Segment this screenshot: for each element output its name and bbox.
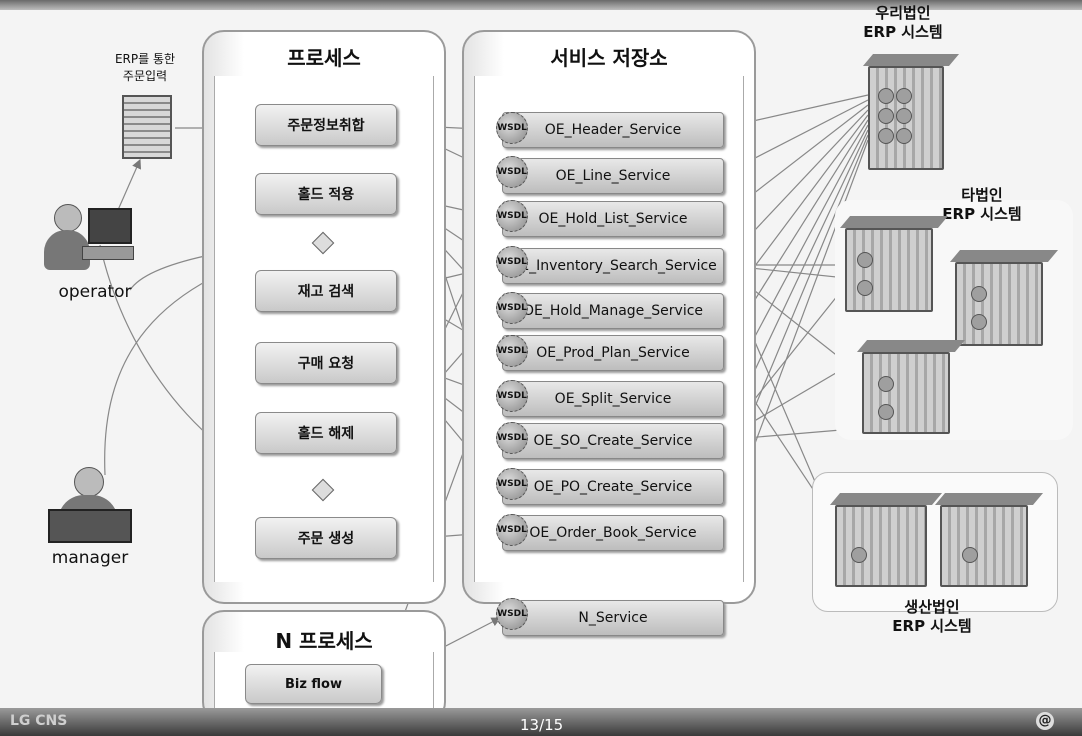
service-oe-split[interactable]: OE_Split_Service [502, 381, 724, 417]
wsdl-icon: WSDL [496, 200, 528, 232]
service-oe-line[interactable]: OE_Line_Service [502, 158, 724, 194]
erp-other-server-icon-1 [845, 228, 933, 312]
erp-input-server-icon [122, 95, 172, 159]
service-oe-order-book[interactable]: OE_Order_Book_Service [502, 515, 724, 551]
erp-production-server-icon-1 [835, 505, 927, 587]
service-oe-header[interactable]: OE_Header_Service [502, 112, 724, 148]
process-step-order-create[interactable]: 주문 생성 [255, 517, 397, 559]
erp-input-label: ERP를 통한 주문입력 [114, 52, 176, 83]
erp-ours-label: 우리법인 ERP 시스템 [863, 4, 943, 41]
erp-other-server-icon-2 [955, 262, 1043, 346]
process-panel-title: 프로세스 [287, 46, 361, 70]
wsdl-icon: WSDL [496, 335, 528, 367]
erp-other-server-icon-3 [862, 352, 950, 434]
operator-label: operator [58, 282, 132, 302]
service-oe-inventory-search[interactable]: OE_Inventory_Search_Service [502, 248, 724, 284]
erp-production-label: 생산법인 ERP 시스템 [892, 598, 972, 635]
lg-cns-logo: LG CNS [10, 713, 68, 729]
service-oe-prod-plan[interactable]: OE_Prod_Plan_Service [502, 335, 724, 371]
service-oe-hold-list[interactable]: OE_Hold_List_Service [502, 201, 724, 237]
footer-bar [0, 708, 1082, 736]
wsdl-icon: WSDL [496, 380, 528, 412]
top-bar [0, 0, 1082, 10]
service-oe-hold-manage[interactable]: OE_Hold_Manage_Service [502, 293, 724, 329]
wsdl-icon: WSDL [496, 112, 528, 144]
erp-production-server-icon-2 [940, 505, 1028, 587]
wsdl-icon: WSDL [496, 468, 528, 500]
process-step-hold-release[interactable]: 홀드 해제 [255, 412, 397, 454]
n-process-panel-title: N 프로세스 [275, 629, 373, 653]
wsdl-icon: WSDL [496, 156, 528, 188]
service-repository-title: 서비스 저장소 [550, 46, 668, 70]
brand-logo-right: @ [1036, 712, 1054, 730]
page-number: 13/15 [520, 716, 564, 734]
process-step-order-collect[interactable]: 주문정보취합 [255, 104, 397, 146]
manager-icon [48, 465, 133, 545]
process-step-biz-flow[interactable]: Biz flow [245, 664, 382, 704]
process-step-hold-apply[interactable]: 홀드 적용 [255, 173, 397, 215]
erp-other-label: 타법인 ERP 시스템 [942, 186, 1022, 223]
wsdl-icon: WSDL [496, 246, 528, 278]
wsdl-icon: WSDL [496, 598, 528, 630]
service-n-service[interactable]: N_Service [502, 600, 724, 636]
erp-ours-server-icon [868, 66, 944, 170]
operator-icon [40, 200, 135, 280]
wsdl-icon: WSDL [496, 292, 528, 324]
process-step-inventory-search[interactable]: 재고 검색 [255, 270, 397, 312]
manager-label: manager [51, 548, 129, 568]
service-oe-po-create[interactable]: OE_PO_Create_Service [502, 469, 724, 505]
service-oe-so-create[interactable]: OE_SO_Create_Service [502, 423, 724, 459]
process-step-purchase-request[interactable]: 구매 요청 [255, 342, 397, 384]
wsdl-icon: WSDL [496, 514, 528, 546]
wsdl-icon: WSDL [496, 422, 528, 454]
